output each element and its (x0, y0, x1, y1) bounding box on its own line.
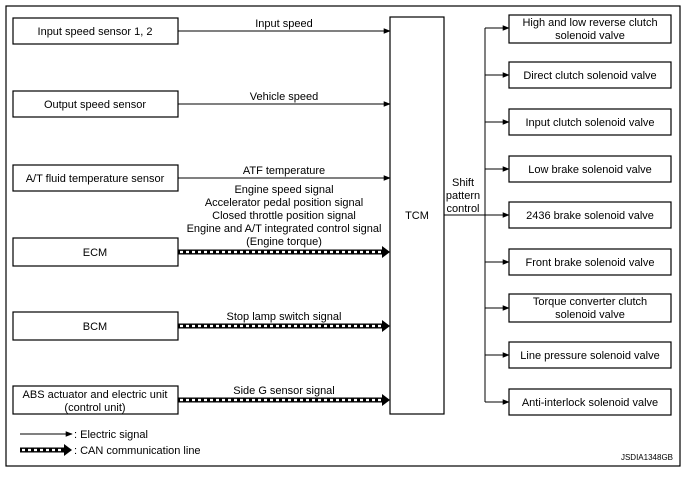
legend-can-label: : CAN communication line (74, 445, 201, 457)
output-box-high-low-reverse-clutch: High and low reverse clutch solenoid val… (485, 14, 672, 44)
legend-electric-label: : Electric signal (74, 429, 148, 441)
signal-label-vehicle-speed: Vehicle speed (250, 91, 319, 103)
output-box-anti-interlock: Anti-interlock solenoid valve (485, 388, 672, 416)
figure-code: JSDIA1348GB (621, 453, 673, 462)
legend-can-symbol (20, 444, 72, 456)
output-label-tcc-2: solenoid valve (555, 309, 625, 321)
can-line-ecm (178, 246, 390, 258)
output-box-direct-clutch: Direct clutch solenoid valve (485, 61, 672, 89)
input-label-abs-line1: ABS actuator and electric unit (23, 389, 168, 401)
input-label-abs-line2: (control unit) (64, 402, 125, 414)
output-label-tcc-1: Torque converter clutch (533, 296, 647, 308)
signal-label-atf-temperature: ATF temperature (243, 165, 325, 177)
shift-pattern-label-1: Shift (452, 177, 474, 189)
output-box-low-brake: Low brake solenoid valve (485, 155, 672, 183)
input-box-ecm: ECM (12, 237, 179, 267)
signal-label-stop-lamp: Stop lamp switch signal (227, 311, 342, 323)
output-box-front-brake: Front brake solenoid valve (485, 248, 672, 276)
shift-pattern-label-2: pattern (446, 190, 480, 202)
input-box-input-speed-sensor: Input speed sensor 1, 2 (12, 17, 179, 45)
output-label-low-brake: Low brake solenoid valve (528, 164, 652, 176)
output-label-line-pressure: Line pressure solenoid valve (520, 350, 659, 362)
signal-label-input-speed: Input speed (255, 18, 313, 30)
signal-label-ecm-5: (Engine torque) (246, 236, 322, 248)
output-box-2436-brake: 2436 brake solenoid valve (485, 201, 672, 229)
outer-frame (5, 5, 681, 467)
legend: : Electric signal : CAN communication li… (20, 429, 201, 457)
output-box-line-pressure: Line pressure solenoid valve (485, 341, 672, 369)
input-box-atf-temp-sensor: A/T fluid temperature sensor (12, 164, 179, 192)
input-label-ecm: ECM (83, 247, 107, 259)
input-box-bcm: BCM (12, 311, 179, 341)
signal-label-ecm-4: Engine and A/T integrated control signal (187, 223, 382, 235)
output-label-anti-interlock: Anti-interlock solenoid valve (522, 397, 658, 409)
signal-label-side-g: Side G sensor signal (233, 385, 335, 397)
output-label-2436-brake: 2436 brake solenoid valve (526, 210, 654, 222)
input-box-abs: ABS actuator and electric unit (control … (12, 385, 179, 415)
output-box-torque-converter-clutch: Torque converter clutch solenoid valve (485, 293, 672, 323)
output-label-direct-clutch: Direct clutch solenoid valve (523, 70, 656, 82)
output-label-hlr-2: solenoid valve (555, 30, 625, 42)
signal-label-ecm-3: Closed throttle position signal (212, 210, 356, 222)
input-label-output-speed-sensor: Output speed sensor (44, 99, 146, 111)
can-line-abs (178, 394, 390, 406)
tcm-label: TCM (405, 210, 429, 222)
can-line-bcm (178, 320, 390, 332)
tcm-box: TCM (389, 16, 445, 415)
signal-label-ecm-2: Accelerator pedal position signal (205, 197, 363, 209)
output-label-hlr-1: High and low reverse clutch (522, 17, 657, 29)
output-box-input-clutch: Input clutch solenoid valve (485, 108, 672, 136)
output-label-front-brake: Front brake solenoid valve (525, 257, 654, 269)
signal-label-ecm-1: Engine speed signal (234, 184, 333, 196)
input-label-atf-temp-sensor: A/T fluid temperature sensor (26, 173, 165, 185)
shift-pattern-label-3: control (446, 203, 479, 215)
input-label-input-speed-sensor: Input speed sensor 1, 2 (38, 26, 153, 38)
input-label-bcm: BCM (83, 321, 107, 333)
input-box-output-speed-sensor: Output speed sensor (12, 90, 179, 118)
output-label-input-clutch: Input clutch solenoid valve (525, 117, 654, 129)
